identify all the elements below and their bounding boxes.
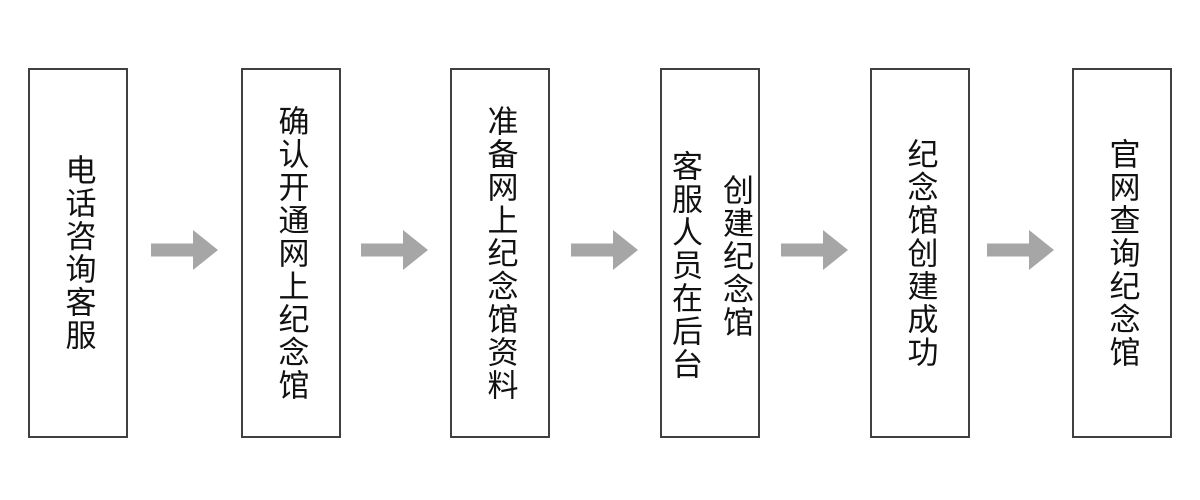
right-arrow-shape [781, 230, 848, 270]
flow-step-5-box: 纪念馆创建成功 [870, 68, 970, 438]
flow-step-2-label: 确认开通网上纪念馆 [273, 104, 309, 402]
right-arrow-icon [781, 230, 848, 270]
right-arrow-shape [987, 230, 1054, 270]
flow-step-2-box: 确认开通网上纪念馆 [241, 68, 341, 438]
flow-step-4-label-line-1: 客服人员在后台 [667, 149, 702, 381]
right-arrow-icon [361, 230, 428, 270]
flow-step-4-box: 客服人员在后台 创建纪念馆 [660, 68, 760, 438]
right-arrow-shape [571, 230, 638, 270]
right-arrow-shape [361, 230, 428, 270]
right-arrow-shape [151, 230, 218, 270]
flow-step-3-label: 准备网上纪念馆资料 [482, 104, 518, 402]
flow-step-6-label: 官网查询纪念馆 [1104, 137, 1140, 369]
flow-step-6-box: 官网查询纪念馆 [1072, 68, 1172, 438]
flow-step-1-label: 电话咨询客服 [60, 154, 96, 352]
right-arrow-icon [151, 230, 218, 270]
flow-step-3-box: 准备网上纪念馆资料 [450, 68, 550, 438]
right-arrow-icon [571, 230, 638, 270]
flow-step-4-label-line-2: 创建纪念馆 [718, 173, 753, 339]
flow-step-5-label: 纪念馆创建成功 [902, 137, 938, 369]
right-arrow-icon [987, 230, 1054, 270]
flow-step-1-box: 电话咨询客服 [28, 68, 128, 438]
